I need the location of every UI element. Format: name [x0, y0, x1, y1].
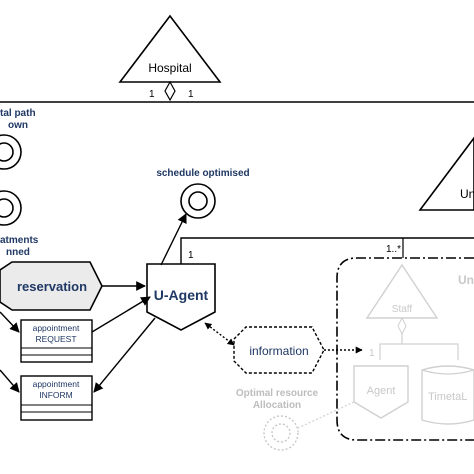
goal-optimal-inner [271, 423, 291, 443]
message-request-line1: appointment [33, 323, 80, 333]
goal-schedule[interactable] [180, 183, 216, 219]
request-to-agent [91, 296, 151, 333]
unit-triangle [418, 136, 474, 211]
timetable-cylinder [421, 365, 474, 425]
information-resource[interactable]: information [233, 326, 325, 374]
staff-label: Staff [392, 304, 413, 315]
message-inform-line1: appointment [33, 379, 80, 389]
goal-top-label-1: tal path [0, 108, 36, 119]
agent-optimal-link [297, 401, 355, 429]
hospital-mult-left: 1 [149, 89, 155, 100]
agent-unit-link [180, 237, 474, 264]
aggregation-diamond [164, 80, 176, 102]
goal-schedule-inner [188, 191, 208, 211]
goal-bottom-label-1: atments [0, 235, 39, 246]
reservation-resource[interactable]: reservation [0, 261, 103, 311]
timetable-cylinder-top [421, 369, 474, 375]
reservation-label: reservation [17, 279, 87, 294]
information-label: information [249, 344, 308, 358]
agent-to-inform [93, 317, 156, 393]
unit-group[interactable]: Un Staff 1 Agent TimetaL [336, 257, 474, 441]
uagent-mult-top: 1 [188, 250, 194, 261]
reservation-hexagon [0, 261, 103, 311]
staff-diamond [397, 316, 407, 336]
optimal-label-2: Allocation [253, 400, 301, 411]
optimal-label-1: Optimal resource [236, 388, 319, 399]
information-hexagon [233, 326, 325, 374]
staff-tree [379, 343, 459, 360]
hospital-mult-right: 1 [188, 89, 194, 100]
uagent-label: U-Agent [154, 287, 209, 303]
goal-top-inner [0, 142, 14, 162]
message-inform-box [20, 375, 93, 421]
goal-top-label-2: own [8, 120, 28, 131]
hospital-label: Hospital [148, 61, 191, 75]
goal-top[interactable] [0, 134, 22, 170]
reservation-to-request [0, 311, 20, 333]
message-inform-line2: INFORM [39, 390, 73, 400]
agent-schedule-arrow [160, 213, 187, 266]
unit-label: Un [460, 187, 474, 201]
goal-bottom-inner [0, 198, 14, 218]
message-inform[interactable]: appointment INFORM [20, 375, 93, 421]
left-to-inform [0, 369, 20, 393]
info-agent-link [204, 322, 235, 346]
message-request-line2: REQUEST [35, 334, 76, 344]
unit-group-border [336, 257, 474, 441]
message-request[interactable]: appointment REQUEST [20, 319, 93, 363]
unit-actor[interactable]: Un [418, 136, 474, 211]
goal-bottom-label-2: nned [6, 247, 30, 258]
grey-agent-shape [353, 365, 409, 419]
unit-group-title: Un [458, 273, 474, 287]
goal-bottom[interactable] [0, 190, 22, 226]
grey-agent-label: Agent [367, 385, 396, 397]
schedule-label: schedule optimised [156, 168, 249, 179]
goal-optimal[interactable] [263, 415, 299, 451]
hospital-actor[interactable]: Hospital [118, 14, 222, 83]
staff-mult: 1 [369, 348, 375, 359]
timetable-label: TimetaL [428, 391, 467, 403]
uagent-agent[interactable]: U-Agent [146, 263, 216, 331]
uagent-mult-far: 1..* [386, 244, 401, 255]
